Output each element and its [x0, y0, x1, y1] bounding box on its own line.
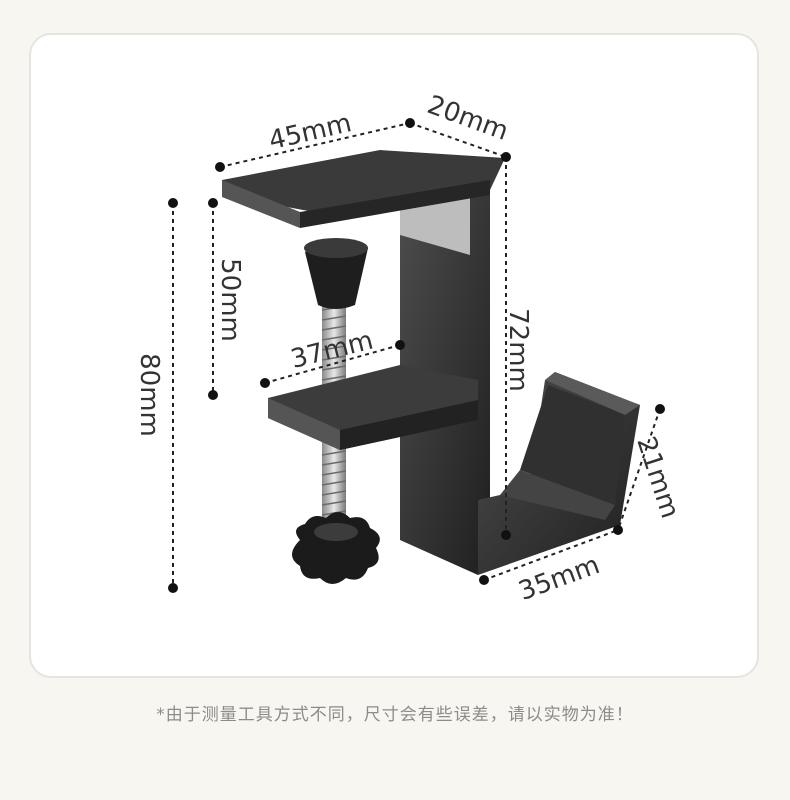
label-top-length: 45mm — [266, 108, 354, 156]
clamp-top-arm-front — [222, 180, 300, 228]
screw-rubber-cap — [305, 241, 368, 309]
measurement-disclaimer: *由于测量工具方式不同，尺寸会有些误差，请以实物为准！ — [156, 705, 634, 725]
dimension-lines — [172, 122, 661, 588]
clamp-top-arm — [222, 150, 505, 215]
clamp-inner-face — [400, 198, 470, 255]
label-inner-height: 50mm — [215, 258, 245, 342]
label-total-height: 80mm — [134, 353, 164, 437]
label-hook-height: 72mm — [503, 308, 533, 392]
clamp-illustration — [222, 150, 640, 584]
label-top-depth: 20mm — [423, 90, 512, 147]
star-knob — [292, 512, 380, 584]
dimension-endpoints — [168, 118, 665, 593]
product-card — [29, 33, 759, 678]
label-hook-depth: 21mm — [630, 433, 684, 522]
label-hook-length: 35mm — [515, 550, 604, 607]
